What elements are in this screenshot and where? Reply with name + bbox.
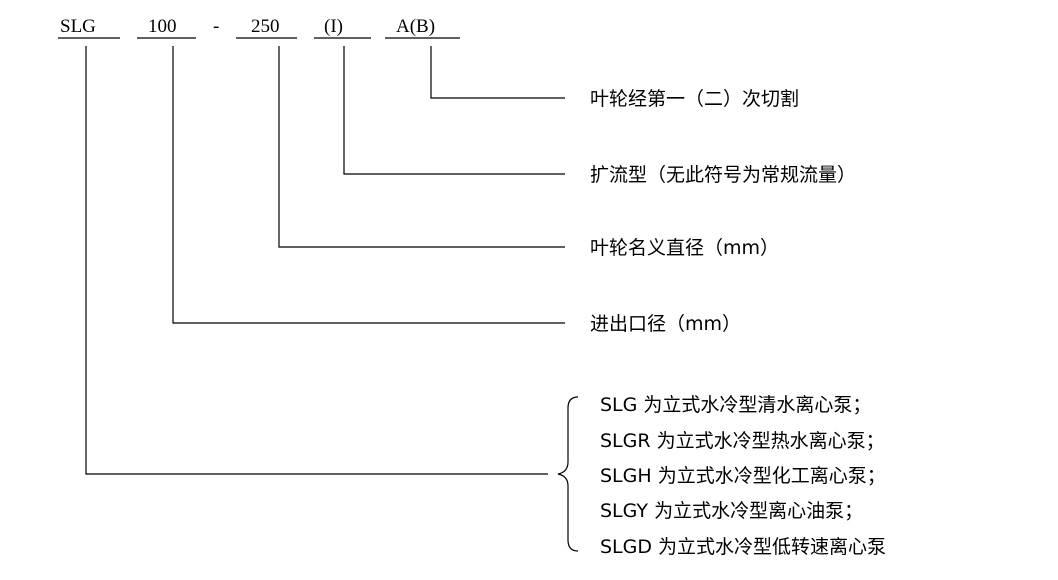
- label-impeller-diameter: 叶轮名义直径（mm）: [590, 237, 779, 259]
- label-inlet-outlet-diameter: 进出口径（mm）: [590, 313, 741, 335]
- label-impeller-cut: 叶轮经第一（二）次切割: [590, 88, 799, 110]
- code-part-cut: A(B): [396, 16, 435, 37]
- code-part-impeller-diameter: 250: [251, 16, 280, 37]
- code-part-flow-type: (I): [324, 16, 343, 37]
- type-item-slgy: SLGY 为立式水冷型离心油泵；: [600, 500, 863, 522]
- leader-impeller-diameter: [278, 46, 565, 248]
- leader-inlet-diameter: [172, 46, 565, 324]
- code-part-inlet-diameter: 100: [148, 16, 177, 37]
- type-item-slgh: SLGH 为立式水冷型化工离心泵；: [600, 465, 886, 487]
- code-part-slg: SLG: [60, 16, 96, 37]
- code-part-dash: -: [213, 16, 219, 37]
- type-item-slgr: SLGR 为立式水冷型热水离心泵；: [600, 430, 885, 452]
- leader-type: [85, 46, 548, 475]
- leader-cut: [430, 46, 565, 99]
- label-flow-type: 扩流型（无此符号为常规流量）: [590, 164, 856, 186]
- type-brace: [557, 396, 579, 552]
- type-item-slgd: SLGD 为立式水冷型低转速离心泵: [600, 536, 886, 558]
- leader-flow-type: [343, 46, 565, 175]
- type-item-slg: SLG 为立式水冷型清水离心泵；: [600, 394, 871, 416]
